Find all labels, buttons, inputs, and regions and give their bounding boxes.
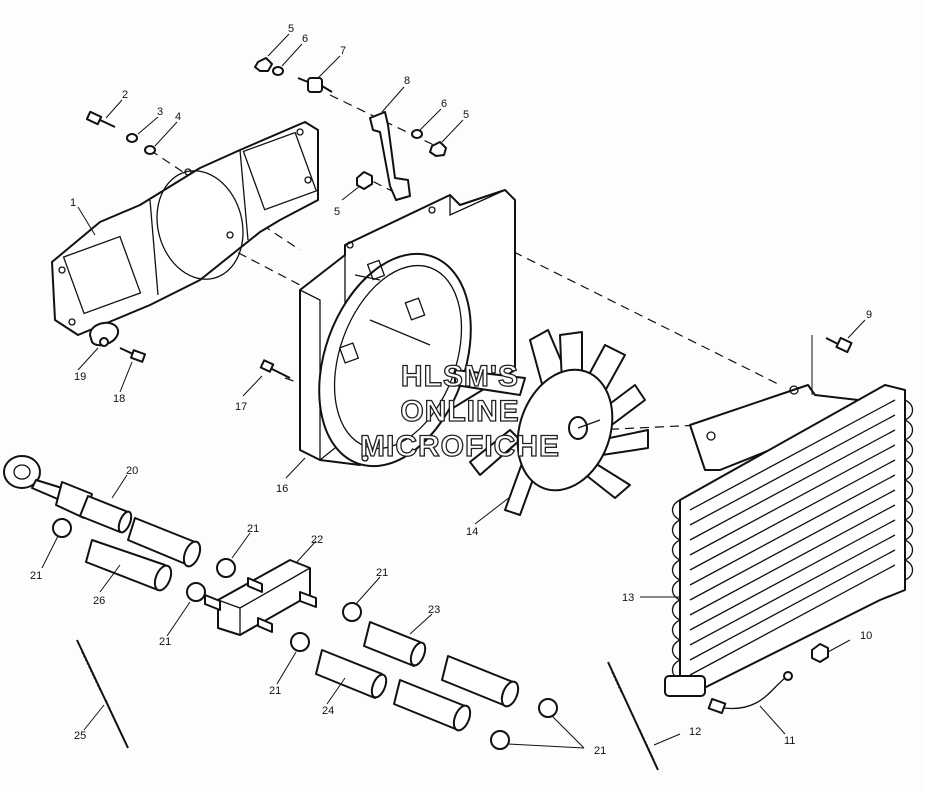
screw-part-17 bbox=[259, 359, 291, 379]
callout-19: 19 bbox=[74, 371, 86, 383]
mounting-plate bbox=[51, 121, 319, 336]
watermark: HLSM'S ONLINE MICROFICHE bbox=[359, 359, 560, 463]
callout-10: 10 bbox=[860, 630, 872, 642]
clamps-part-21 bbox=[52, 518, 558, 750]
callout-5-right: 5 bbox=[463, 109, 469, 121]
hose-part-24 bbox=[315, 649, 388, 699]
callout-21-b: 21 bbox=[247, 523, 259, 535]
callout-2: 2 bbox=[122, 89, 128, 101]
hose-part-26 bbox=[85, 539, 173, 592]
callout-25: 25 bbox=[74, 730, 86, 742]
washer-part-4 bbox=[144, 145, 156, 155]
rod-part-12 bbox=[607, 661, 659, 771]
cooling-fan bbox=[454, 329, 649, 516]
temp-sensor-part-11 bbox=[707, 671, 793, 715]
fan-shroud bbox=[299, 189, 516, 468]
hose-part-23 bbox=[363, 621, 427, 667]
callout-26: 26 bbox=[93, 595, 105, 607]
watermark-line-3: MICROFICHE bbox=[360, 430, 560, 463]
callout-24: 24 bbox=[322, 705, 334, 717]
fitting-block-part-22 bbox=[204, 559, 317, 636]
hose-eye-part-20 bbox=[3, 455, 133, 534]
cooler-fins bbox=[689, 399, 896, 676]
rod-part-25 bbox=[76, 639, 129, 749]
watermark-line-1: HLSM'S bbox=[401, 360, 519, 393]
hose-upper bbox=[127, 517, 202, 568]
nut-part-5-right bbox=[429, 141, 447, 157]
leader-lines bbox=[41, 33, 866, 749]
callout-6-right: 6 bbox=[441, 98, 447, 110]
callout-11: 11 bbox=[784, 735, 795, 747]
bracket-part-8 bbox=[369, 111, 411, 201]
nut-part-5-left bbox=[356, 171, 373, 190]
callout-7: 7 bbox=[340, 45, 346, 57]
callout-22: 22 bbox=[311, 534, 323, 546]
oil-cooler bbox=[664, 384, 914, 697]
callout-8: 8 bbox=[404, 75, 410, 87]
callout-20: 20 bbox=[126, 465, 138, 477]
callout-1: 1 bbox=[70, 197, 76, 209]
washer-part-3 bbox=[126, 133, 138, 143]
callout-14: 14 bbox=[466, 526, 478, 538]
callout-23: 23 bbox=[428, 604, 440, 616]
bolt-part-2 bbox=[85, 110, 116, 128]
callout-21-a: 21 bbox=[30, 570, 42, 582]
clamp-part-19 bbox=[89, 321, 120, 347]
washer-part-6-top bbox=[272, 66, 284, 76]
bolt-part-9 bbox=[825, 336, 853, 354]
callout-3: 3 bbox=[157, 106, 163, 118]
hose-lower-2 bbox=[441, 655, 520, 708]
callout-18: 18 bbox=[113, 393, 125, 405]
callout-5-left: 5 bbox=[334, 206, 340, 218]
washer-part-6-right bbox=[411, 129, 423, 139]
watermark-line-2: ONLINE bbox=[400, 395, 519, 428]
callout-17: 17 bbox=[235, 401, 247, 413]
callout-21-d: 21 bbox=[376, 567, 388, 579]
hose-lower-1 bbox=[393, 679, 472, 732]
callout-4: 4 bbox=[175, 111, 181, 123]
callout-21-e: 21 bbox=[269, 685, 281, 697]
callout-21-c: 21 bbox=[159, 636, 171, 648]
callout-13: 13 bbox=[622, 592, 634, 604]
stud-part-7 bbox=[297, 77, 333, 93]
callout-16: 16 bbox=[276, 483, 288, 495]
nut-part-10 bbox=[811, 643, 829, 663]
callout-12: 12 bbox=[689, 726, 701, 738]
callout-9: 9 bbox=[866, 309, 872, 321]
bolt-part-18 bbox=[119, 347, 147, 363]
callout-5-top: 5 bbox=[288, 23, 294, 35]
callout-6-top: 6 bbox=[302, 33, 308, 45]
callout-21-f: 21 bbox=[594, 745, 606, 757]
callout-numbers: 1 2 3 4 5 6 7 8 6 5 5 9 10 11 12 13 14 1… bbox=[30, 23, 872, 757]
nut-part-5-top bbox=[254, 57, 273, 72]
